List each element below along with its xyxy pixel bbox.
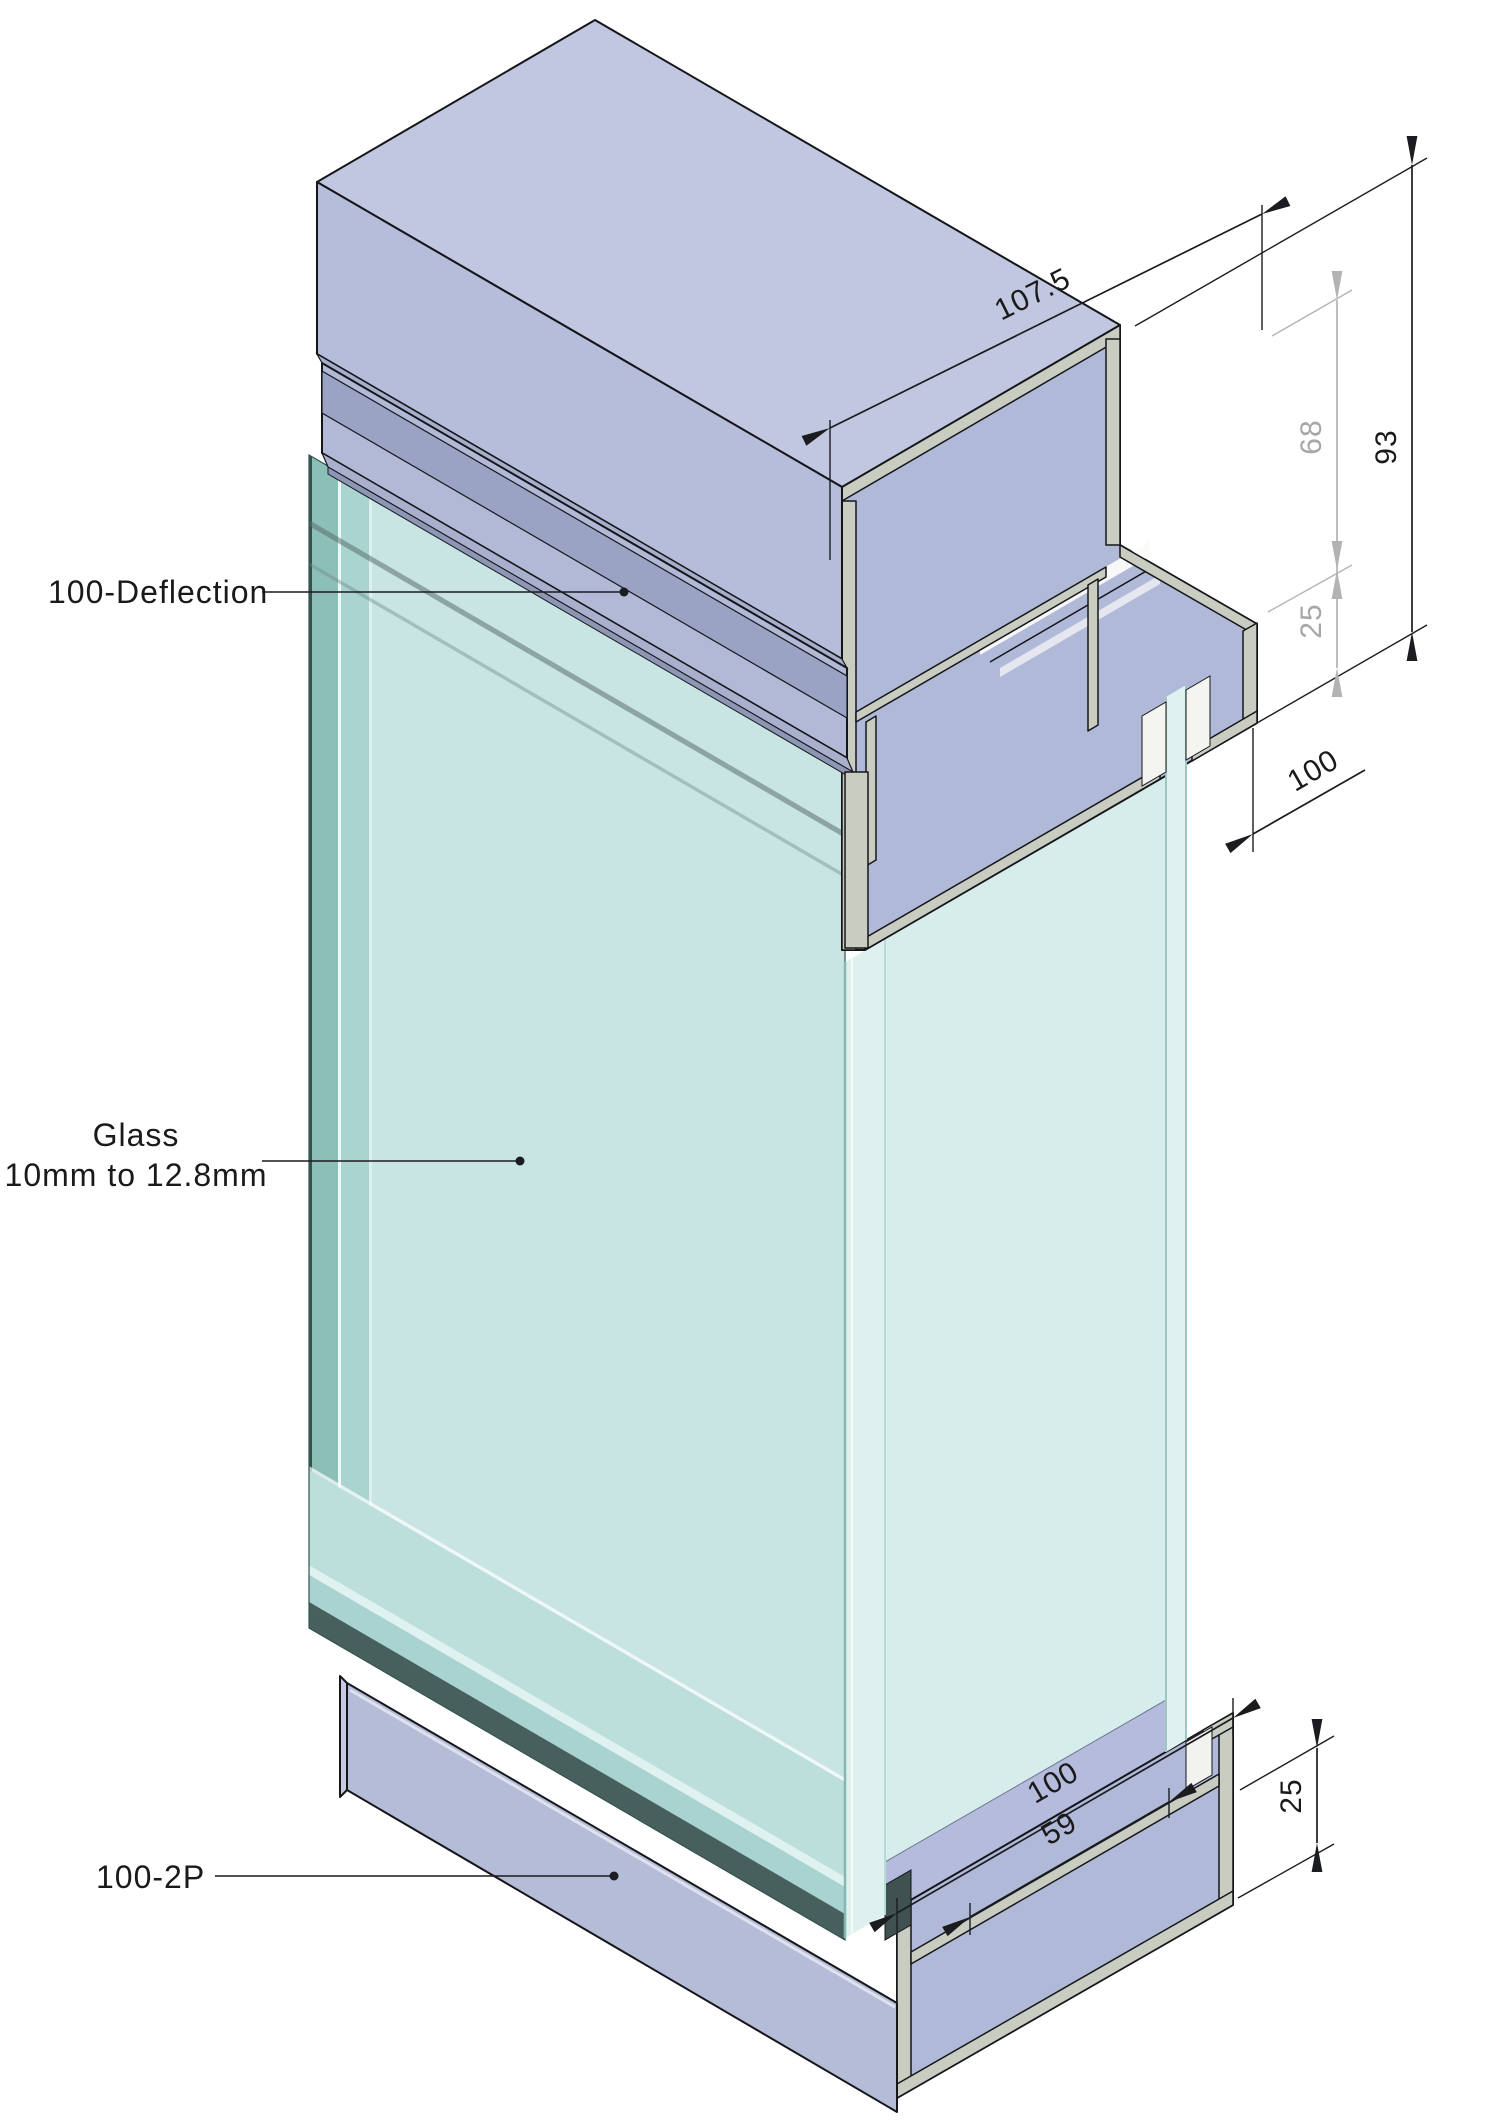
dim-head-total-height: 93 (1134, 136, 1428, 724)
sill-top-highlight (309, 1565, 845, 1919)
label-deflection: 100-Deflection (48, 574, 629, 610)
sill-fascia-top-highlight (349, 1688, 896, 2009)
sill-fascia-face (346, 1682, 898, 2113)
sill-zone-through-glass (309, 1470, 845, 1909)
leader-dot-deflection (619, 587, 629, 597)
glass-edge-band-2 (341, 474, 369, 1663)
glass-edge-highlight-2 (369, 490, 372, 1665)
head-right-wall-cut (1105, 338, 1121, 546)
head-gasket-highlight-2 (1000, 575, 1160, 677)
dim-sill-lip-height: 25 (1237, 1719, 1335, 1899)
dim-head-width-value: 100 (1282, 743, 1344, 798)
head-gasket-line (989, 565, 1156, 663)
head-glazing-gasket-right (1185, 675, 1211, 761)
dim-head-lip-height: 25 (1295, 541, 1343, 697)
label-glass-line2: 10mm to 12.8mm (5, 1157, 268, 1193)
dim-head-inner-height: 68 (1267, 271, 1353, 613)
head-gasket-through-glass-1 (309, 520, 845, 870)
glass-edge-band-1 (312, 457, 338, 1645)
label-deflection-text: 100-Deflection (48, 574, 268, 610)
head-gasket-through-glass-2 (309, 562, 845, 910)
glass-edge-highlight-1 (338, 472, 341, 1647)
glass-edge-band-dark (309, 455, 312, 1630)
label-glass-line1: Glass (93, 1117, 180, 1153)
leader-dot-sill (609, 1871, 619, 1881)
dim-head-total-height-value: 93 (1370, 429, 1403, 464)
sill-right-wall-cut (1218, 1712, 1234, 1914)
head-shelf-cut (855, 566, 1107, 723)
head-skirt-groove (321, 369, 848, 720)
head-inner-wall-right (1087, 578, 1099, 732)
glass-front-pane-cut (843, 939, 886, 1938)
glass-rear-pane-cut (1165, 685, 1187, 1752)
sill-fascia-end-cap (339, 1675, 348, 1798)
labels: 100-Deflection Glass 10mm to 12.8mm 100-… (5, 574, 629, 1895)
dim-sill-lip-height-value: 25 (1275, 1778, 1308, 1813)
dim-head-width: 100 (1225, 728, 1366, 854)
leader-dot-glass (515, 1156, 525, 1166)
head-front-wall-piece (844, 771, 869, 949)
dim-head-inner-height-value: 68 (1295, 419, 1328, 454)
label-sill-text: 100-2P (96, 1859, 205, 1895)
label-glass: Glass 10mm to 12.8mm (5, 1117, 525, 1193)
sill-reflection-line (309, 1466, 845, 1814)
head-glazing-gasket-left (1141, 701, 1167, 787)
dim-head-lip-height-value: 25 (1295, 603, 1328, 638)
sill-top-face-through-glass (309, 1575, 845, 1940)
label-sill: 100-2P (96, 1859, 619, 1895)
